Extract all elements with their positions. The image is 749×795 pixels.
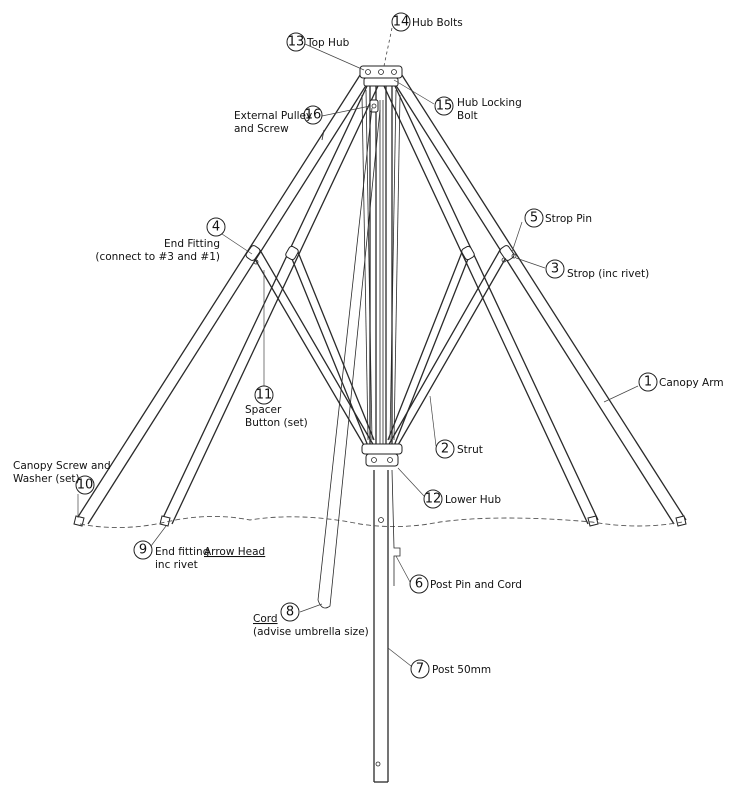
callout-15: 15 Hub Locking Bolt	[434, 96, 522, 122]
end-fitting-left-inner	[285, 245, 299, 261]
post	[373, 470, 389, 783]
svg-text:11: 11	[256, 388, 273, 403]
post-pin	[391, 469, 401, 586]
callout-10: 10 Canopy Screw and Washer (set)	[13, 460, 111, 495]
label-spacer: Spacer	[245, 404, 282, 416]
svg-text:2: 2	[441, 442, 449, 457]
label-hub-bolts: Hub Bolts	[412, 17, 463, 29]
label-top-hub: Top Hub	[306, 37, 350, 49]
label-inc-rivet: inc rivet	[155, 559, 198, 571]
arm-tips	[73, 515, 687, 527]
label-strop-pin: Strop Pin	[545, 213, 592, 225]
callout-7: 7 Post 50mm	[410, 659, 491, 679]
label-pulley-screw: and Screw	[234, 123, 289, 135]
callout-4: 4 End Fitting (connect to #3 and #1)	[95, 217, 226, 263]
label-end-fitting: End Fitting	[164, 238, 220, 250]
svg-text:6: 6	[415, 577, 423, 592]
svg-text:10: 10	[77, 478, 94, 493]
end-fitting-right	[499, 245, 517, 263]
lower-hub	[361, 443, 403, 467]
svg-text:16: 16	[305, 108, 322, 123]
strut-right	[387, 249, 509, 453]
callout-8: 8 Cord (advise umbrella size)	[253, 602, 369, 638]
label-canopy-screw: Canopy Screw and	[13, 460, 111, 472]
callout-12: 12 Lower Hub	[423, 489, 501, 509]
callout-11: 11 Spacer Button (set)	[245, 385, 308, 429]
svg-text:7: 7	[416, 662, 424, 677]
label-arrow-head: Arrow Head	[204, 546, 265, 558]
label-canopy-arm: Canopy Arm	[659, 377, 724, 389]
label-strop: Strop (inc rivet)	[567, 268, 649, 280]
leader-lines	[77, 27, 639, 667]
label-post: Post 50mm	[432, 664, 491, 676]
svg-text:15: 15	[436, 99, 453, 114]
callout-16: 16 External Pulley and Screw	[234, 105, 323, 135]
callout-1: 1 Canopy Arm	[638, 372, 724, 392]
callout-9: 9 End fitting Arrow Head inc rivet	[133, 540, 265, 571]
label-hub-locking: Hub Locking	[457, 97, 522, 109]
canopy-arm-left	[75, 71, 373, 525]
label-end-fitting-arrow: End fitting	[155, 546, 209, 558]
cord	[317, 107, 381, 609]
label-cord: Cord	[253, 613, 278, 625]
inner-arms	[361, 89, 401, 441]
svg-text:3: 3	[551, 262, 559, 277]
callout-5: 5 Strop Pin	[524, 208, 592, 228]
canopy-arm-right	[389, 71, 687, 525]
label-end-fitting-note: (connect to #3 and #1)	[95, 251, 220, 263]
end-fitting-left	[245, 245, 261, 265]
label-spacer-button: Button (set)	[245, 417, 308, 429]
svg-text:13: 13	[288, 35, 305, 50]
end-fitting-right-inner	[461, 245, 475, 261]
svg-text:12: 12	[425, 492, 442, 507]
top-hub	[359, 65, 403, 87]
canopy-arm-inner-left	[161, 83, 379, 525]
svg-text:8: 8	[286, 605, 294, 620]
svg-text:9: 9	[139, 543, 147, 558]
strut-left-inner	[289, 251, 375, 447]
callout-13: 13 Top Hub	[286, 32, 350, 52]
callout-14: 14 Hub Bolts	[391, 12, 463, 32]
label-hub-locking-bolt: Bolt	[457, 110, 478, 122]
central-pole	[369, 78, 393, 452]
svg-text:4: 4	[212, 220, 220, 235]
external-pulley	[369, 99, 379, 113]
callout-2: 2 Strut	[435, 439, 483, 459]
label-lower-hub: Lower Hub	[445, 494, 501, 506]
svg-text:1: 1	[644, 375, 652, 390]
strut-right-inner	[387, 251, 471, 447]
callout-6: 6 Post Pin and Cord	[409, 574, 522, 594]
svg-text:5: 5	[530, 211, 538, 226]
canopy-edge	[79, 516, 683, 528]
label-canopy-washer: Washer (set)	[13, 473, 80, 485]
label-cord-note: (advise umbrella size)	[253, 626, 369, 638]
callout-3: 3 Strop (inc rivet)	[545, 259, 649, 280]
canopy-arm-inner-right	[383, 83, 599, 525]
label-post-pin-and-cord: Post Pin and Cord	[430, 579, 522, 591]
svg-text:14: 14	[393, 15, 410, 30]
label-strut: Strut	[457, 444, 483, 456]
label-external-pulley: External Pulley	[234, 110, 312, 122]
